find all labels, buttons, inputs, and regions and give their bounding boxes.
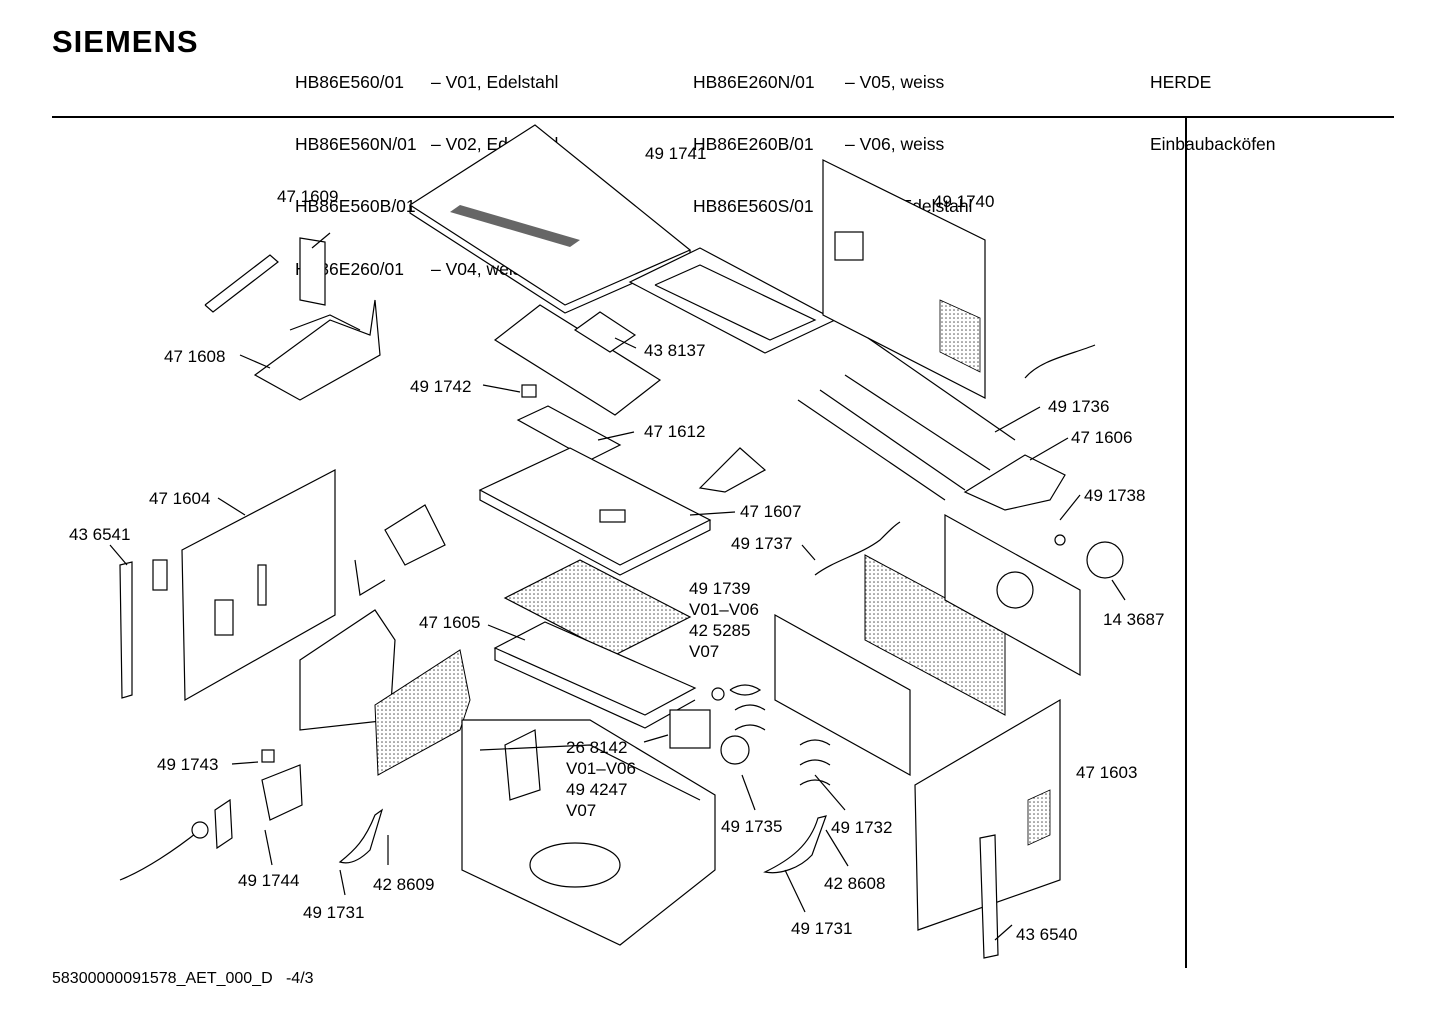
part-label: 42 8609 bbox=[373, 875, 435, 894]
part-label: 49 1744 bbox=[238, 871, 300, 890]
part-filter bbox=[503, 559, 692, 656]
part-back-wall bbox=[944, 513, 1081, 677]
part-label: 47 1608 bbox=[164, 347, 226, 366]
part-small-switch bbox=[261, 749, 275, 763]
part-inner-frame bbox=[628, 247, 837, 354]
part-insulation-left bbox=[299, 609, 396, 731]
category: HERDE bbox=[1150, 71, 1212, 92]
part-hinge-right bbox=[763, 815, 827, 874]
part-knob bbox=[711, 687, 725, 701]
document-id: 58300000091578_AET_000_D -4/3 bbox=[52, 970, 314, 987]
part-door-inner bbox=[774, 613, 911, 777]
part-label: 14 3687 bbox=[1103, 610, 1165, 629]
side-divider bbox=[1185, 118, 1187, 968]
part-bracket-assembly bbox=[204, 237, 381, 401]
part-top-cover bbox=[408, 124, 692, 314]
part-fan-motor bbox=[1086, 541, 1124, 579]
category-block: HERDE Einbaubacköfen bbox=[1150, 30, 1276, 176]
part-label: 47 1604 bbox=[149, 489, 211, 508]
part-nut bbox=[1054, 534, 1066, 546]
part-back-panel bbox=[822, 159, 986, 399]
part-label: 42 8608 bbox=[824, 874, 886, 893]
part-label: 49 1743 bbox=[157, 755, 219, 774]
part-label: 43 6540 bbox=[1016, 925, 1078, 944]
part-label: 47 1609 bbox=[277, 187, 339, 206]
model-row: HB86E260B/01– V06, weiss bbox=[693, 133, 945, 154]
part-label: 49 1742 bbox=[410, 377, 472, 396]
part-switch bbox=[521, 384, 537, 398]
part-strip-right bbox=[979, 834, 999, 959]
part-label: 49 1736 bbox=[1048, 397, 1110, 416]
part-label: 49 1741 bbox=[645, 144, 707, 163]
leader-lines bbox=[109, 232, 1126, 941]
part-angled-plate bbox=[384, 504, 446, 566]
header-divider bbox=[52, 116, 1394, 118]
part-label: 47 1612 bbox=[644, 422, 706, 441]
part-strip-left bbox=[119, 561, 133, 699]
subcategory: Einbaubacköfen bbox=[1150, 133, 1276, 154]
part-heating-rods bbox=[797, 337, 1016, 501]
part-label: 49 1731 bbox=[303, 903, 365, 922]
part-label: 26 8142 V01–V06 49 4247 V07 bbox=[566, 738, 636, 820]
part-label: 49 1731 bbox=[791, 919, 853, 938]
part-rod-bracket bbox=[963, 454, 1066, 511]
part-triangle-bracket bbox=[698, 447, 767, 493]
part-sensor-wire bbox=[814, 521, 901, 576]
part-fan-wheel bbox=[720, 735, 750, 765]
part-right-panel bbox=[914, 698, 1061, 931]
part-small-plate bbox=[516, 405, 622, 461]
part-cable bbox=[1024, 344, 1096, 379]
part-heating-coil bbox=[729, 684, 831, 786]
part-label: 47 1607 bbox=[740, 502, 802, 521]
part-cable-lower bbox=[119, 829, 201, 881]
part-insulation-mid bbox=[374, 649, 471, 776]
part-oven-cavity bbox=[461, 719, 716, 946]
model-row: HB86E560/01– V01, Edelstahl bbox=[295, 71, 559, 92]
part-motor bbox=[669, 709, 711, 749]
part-side-panel bbox=[152, 469, 336, 702]
part-label: 43 8137 bbox=[644, 341, 706, 360]
part-label: 49 1739 V01–V06 42 5285 V07 bbox=[689, 579, 759, 661]
part-hinge-left bbox=[338, 808, 384, 864]
part-label: 49 1738 bbox=[1084, 486, 1146, 505]
part-label: 47 1606 bbox=[1071, 428, 1133, 447]
part-label: 49 1735 bbox=[721, 817, 783, 836]
model-row: HB86E260N/01– V05, weiss bbox=[693, 71, 945, 92]
part-plug-plate bbox=[214, 798, 233, 850]
part-label: 47 1603 bbox=[1076, 763, 1138, 782]
part-l-bracket bbox=[354, 559, 386, 596]
part-main-tray bbox=[478, 447, 712, 576]
part-fan-cover bbox=[493, 304, 662, 416]
part-switch-housing bbox=[261, 764, 303, 821]
part-label: 43 6541 bbox=[69, 525, 131, 544]
part-label: 49 1737 bbox=[731, 534, 793, 553]
part-label: 49 1732 bbox=[831, 818, 893, 837]
part-label: 49 1740 bbox=[933, 192, 995, 211]
part-label: 47 1605 bbox=[419, 613, 481, 632]
brand-logo: SIEMENS bbox=[52, 24, 199, 59]
part-connector bbox=[191, 821, 209, 839]
